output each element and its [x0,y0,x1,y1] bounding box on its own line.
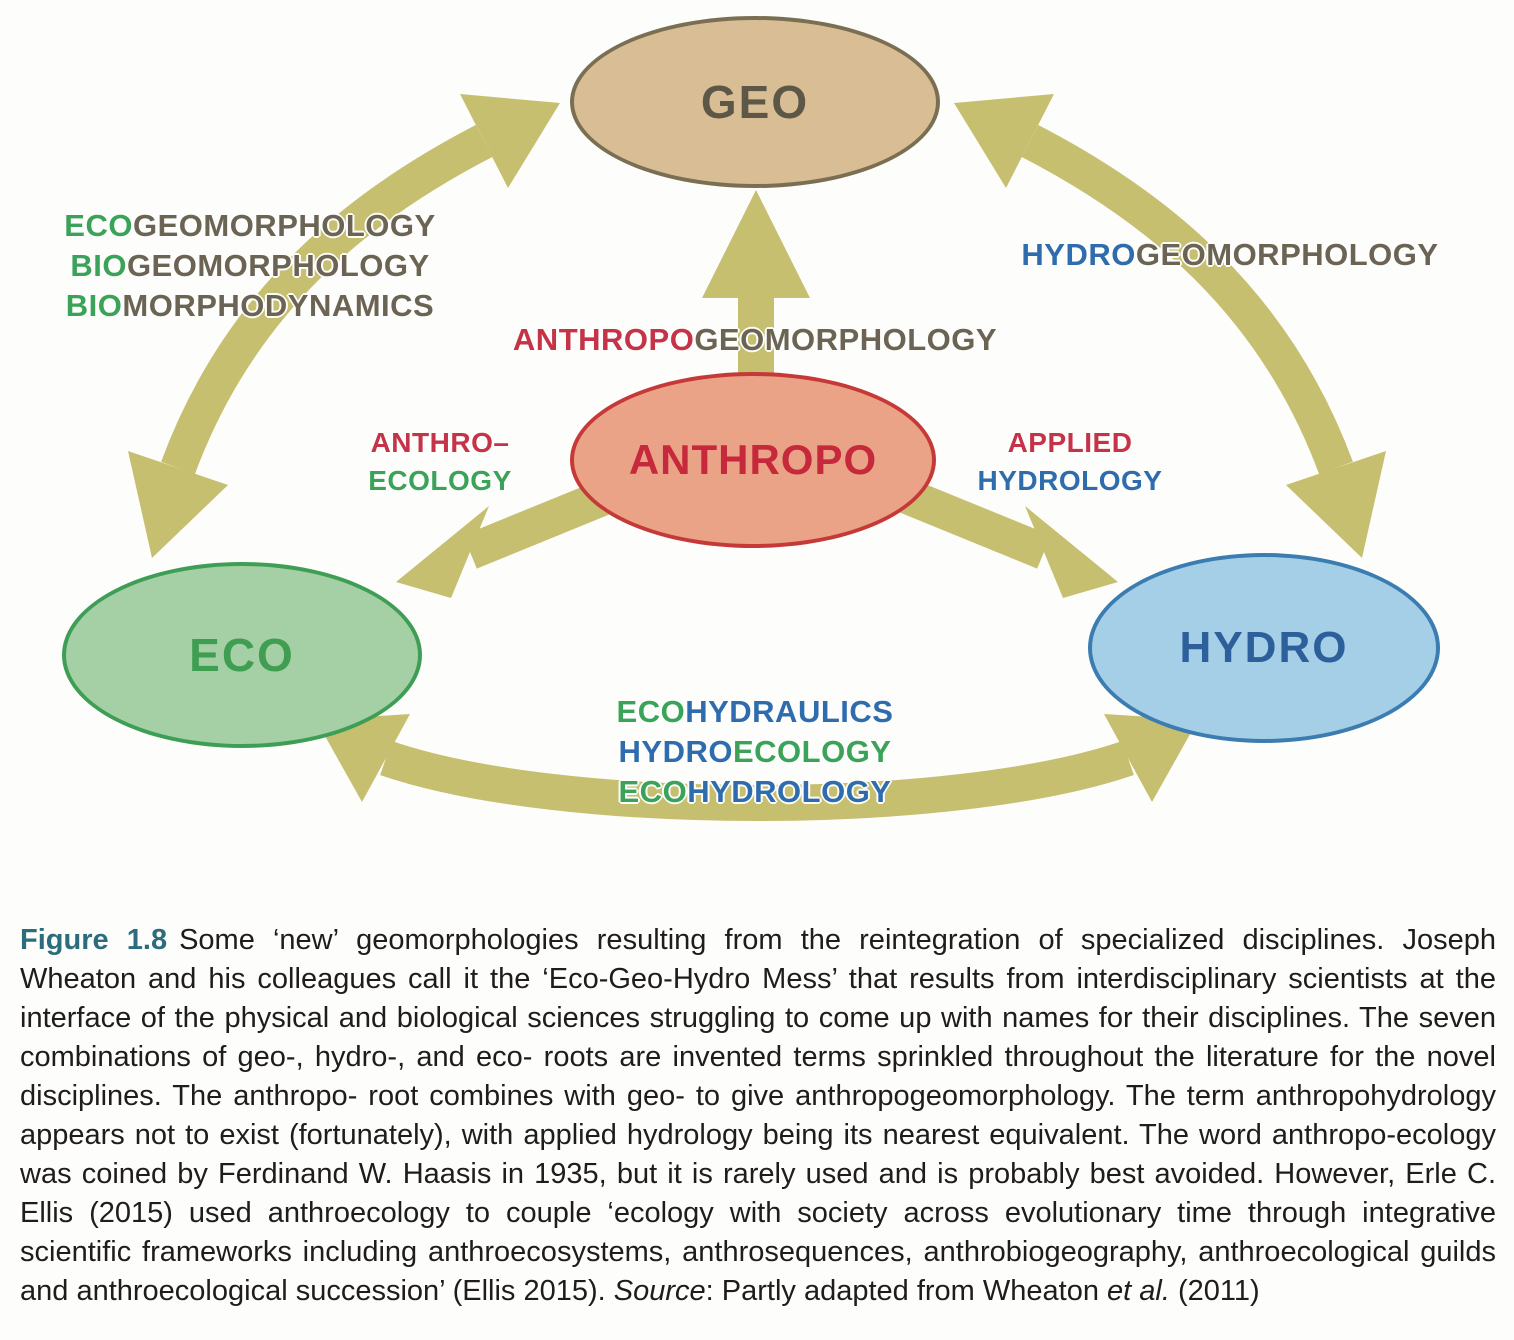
geo-eco-discipline-labels: ECOGEOMORPHOLOGY BIOGEOMORPHOLOGY BIOMORPH… [40,206,460,326]
eco-hydro-arrow-shaft [380,740,1134,821]
anthropo-geo-arrowhead [702,190,810,298]
eco-geo-hydro-diagram: GEO ECO HYDRO ANTHROPO ECOGEOMORPHOLOGY B… [40,16,1460,821]
geo-hydro-arrow-shaft [1021,125,1353,475]
geo-eco-arrowhead-top [460,94,560,188]
label-line: HYDROLOGY [977,465,1163,496]
eco-hydro-discipline-labels: ECOHYDRAULICS HYDROECOLOGY ECOHYDROLOGY [520,692,990,812]
anthropo-geo-arrow-shaft [738,286,774,378]
anthropo-hydro-discipline-label: APPLIED HYDROLOGY [955,424,1185,500]
geo-eco-arrowhead-bottom [128,451,228,558]
label-line: ANTHRO– [370,427,510,458]
anthropo-node-label: ANTHROPO [628,436,878,483]
geo-node: GEO [570,16,940,188]
label-line: ECOGEOMORPHOLOGY [64,208,436,243]
label-line: HYDROGEOMORPHOLOGY [1021,237,1439,272]
label-line: APPLIED [1007,427,1133,458]
geo-hydro-discipline-label: HYDROGEOMORPHOLOGY [1000,235,1460,275]
anthropo-hydro-arrow-shaft [895,477,1051,569]
label-line: BIOGEOMORPHOLOGY [70,248,430,283]
label-line: ECOLOGY [368,465,512,496]
caption-figure-number: Figure 1.8 [20,924,168,956]
anthropo-node: ANTHROPO [570,372,936,548]
geo-hydro-arrowhead-top [954,94,1054,188]
label-line: ECOHYDRAULICS [616,694,894,729]
geo-hydro-arrowhead-bottom [1286,451,1386,558]
anthropo-eco-discipline-label: ANTHRO– ECOLOGY [340,424,540,500]
anthropo-eco-arrowhead [396,506,489,598]
geo-node-label: GEO [700,76,810,128]
geo-eco-arrow-shaft [161,125,493,475]
hydro-node: HYDRO [1088,553,1440,743]
label-line: BIOMORPHODYNAMICS [65,288,435,323]
eco-node: ECO [62,562,422,748]
anthropo-hydro-arrowhead [1025,506,1118,598]
hydro-node-label: HYDRO [1179,623,1349,672]
arrows-layer [128,94,1386,821]
label-line: HYDROECOLOGY [618,734,892,769]
caption-text: Some ‘new’ geomorphologies resulting fro… [20,924,1496,1307]
anthropo-eco-arrow-shaft [463,477,619,569]
eco-hydro-arrowhead-right [1104,714,1198,802]
label-line: ECOHYDROLOGY [618,774,892,809]
anthropo-geo-discipline-label: ANTHROPOGEOMORPHOLOGY [495,320,1015,360]
eco-node-label: ECO [189,629,295,681]
eco-hydro-arrowhead-left [316,714,410,802]
label-line: ANTHROPOGEOMORPHOLOGY [512,322,998,357]
